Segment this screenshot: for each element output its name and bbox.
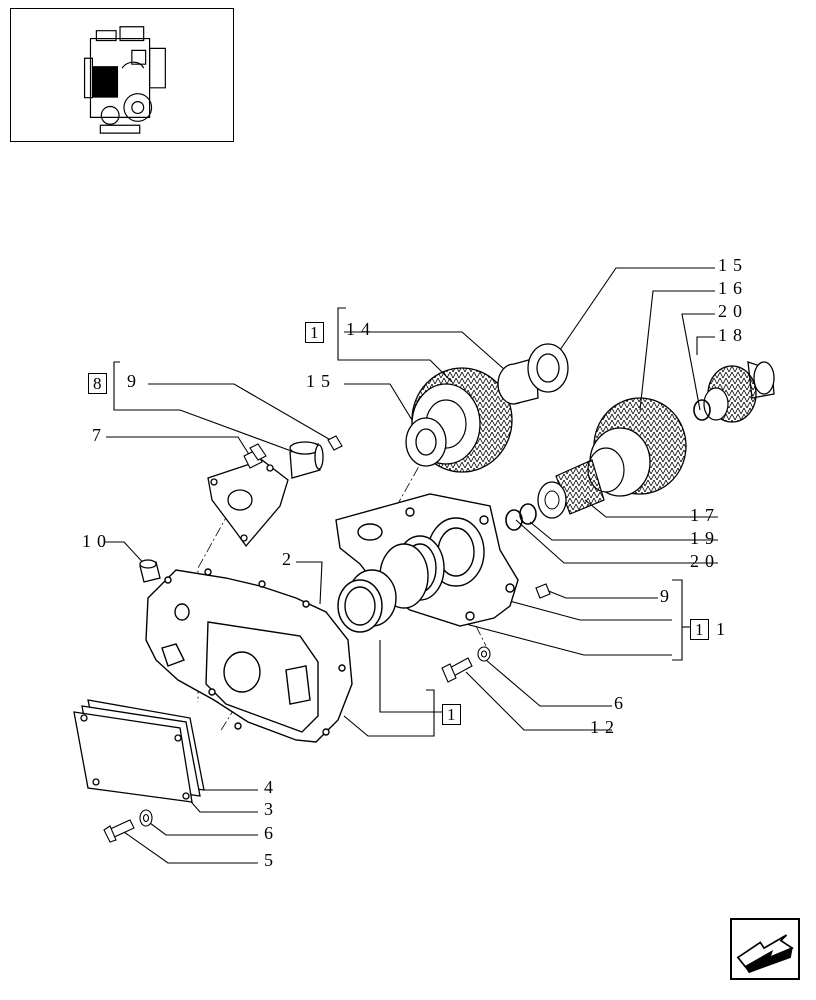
washer-15-left <box>405 417 447 467</box>
bolt-12 <box>441 657 473 683</box>
label-9-right: 9 <box>660 586 675 606</box>
label-20-top: 20 <box>718 301 748 321</box>
label-12: 12 <box>590 717 620 737</box>
washer-6-mid <box>477 646 491 662</box>
sleeve-17 <box>537 459 605 519</box>
label-5: 5 <box>264 850 279 870</box>
engine-thumbnail[interactable] <box>10 8 234 142</box>
leader-lines <box>104 267 718 864</box>
washer-6-bottom <box>139 809 153 827</box>
label-9-top: 9 <box>127 371 142 391</box>
plug-9-right <box>535 583 551 599</box>
clips-19-20 <box>505 503 537 531</box>
label-3: 3 <box>264 799 279 819</box>
label-1-suffix: 1 <box>716 619 731 639</box>
label-18: 18 <box>718 325 748 345</box>
plug-9-top <box>327 435 343 451</box>
bolt-5 <box>103 819 135 843</box>
label-7: 7 <box>92 425 107 445</box>
label-14: 14 <box>346 319 376 339</box>
bearing-rings <box>337 535 445 633</box>
label-4: 4 <box>264 777 279 797</box>
engine-thumbnail-icon <box>83 26 166 134</box>
label-17: 17 <box>690 505 720 525</box>
ref-box-11[interactable]: 1 <box>690 619 709 640</box>
flange-shaft <box>289 441 324 479</box>
label-10: 10 <box>82 531 112 551</box>
label-16: 16 <box>718 278 748 298</box>
next-page-arrow-icon <box>736 934 794 974</box>
label-15-top: 15 <box>718 255 748 275</box>
washer-15-top <box>527 343 569 393</box>
bushing-10 <box>139 559 161 583</box>
label-2: 2 <box>282 549 297 569</box>
pinion-18 <box>703 361 775 423</box>
flange-plate <box>207 459 289 548</box>
next-page-button[interactable] <box>730 918 800 980</box>
gear-16 <box>587 397 687 497</box>
main-housing-2 <box>145 568 353 743</box>
bolt-7 <box>243 443 267 469</box>
cover-plate-3 <box>73 699 205 803</box>
ring-20-top <box>693 399 711 421</box>
ref-box-13[interactable]: 1 <box>305 322 324 343</box>
label-6-mid: 6 <box>614 693 629 713</box>
label-15-left: 15 <box>306 371 336 391</box>
ref-box-1[interactable]: 1 <box>442 704 461 725</box>
label-6-bottom: 6 <box>264 823 279 843</box>
label-19: 19 <box>690 528 720 548</box>
ref-box-8[interactable]: 8 <box>88 373 107 394</box>
label-20-mid: 20 <box>690 551 720 571</box>
